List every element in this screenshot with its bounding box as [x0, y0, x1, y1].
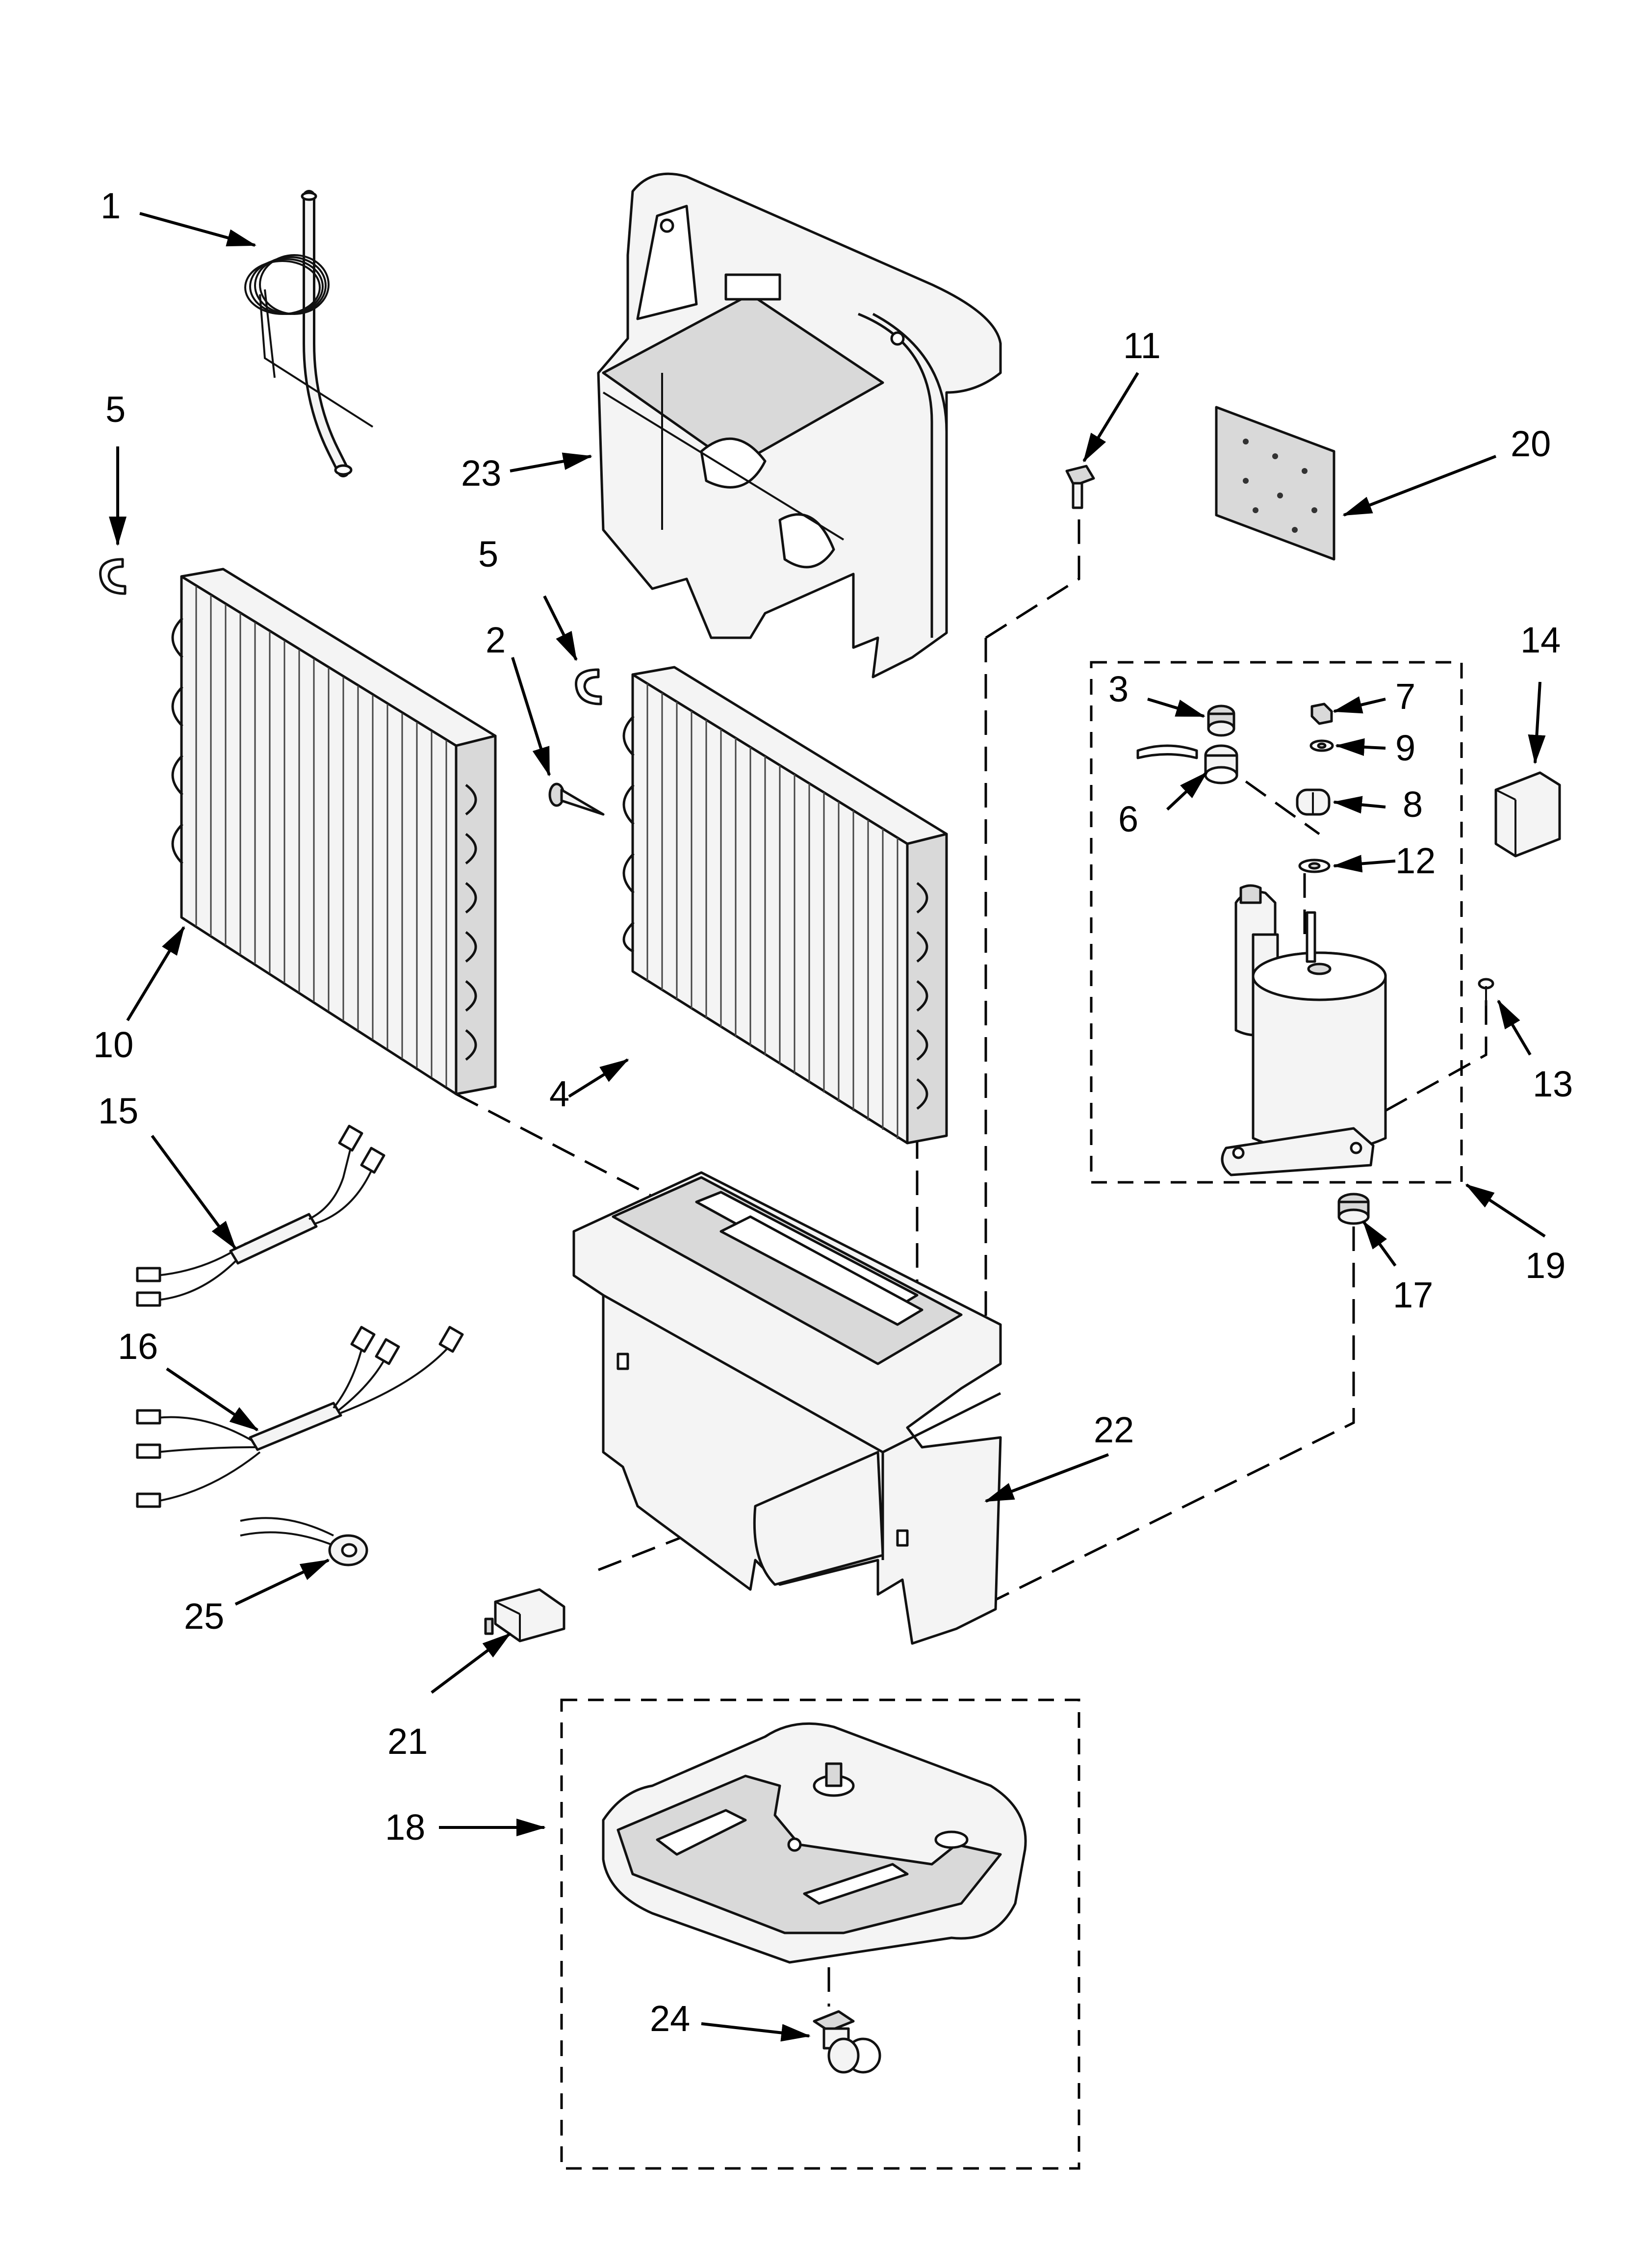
callout-11: 11: [1123, 325, 1161, 366]
callout-22: 22: [1094, 1409, 1134, 1450]
callout-25: 25: [184, 1596, 224, 1637]
callout-24: 24: [650, 1998, 690, 2039]
part-5-clip-middle: [575, 668, 602, 705]
compressor: [1221, 884, 1387, 1176]
callout-9: 9: [1395, 728, 1415, 768]
part-3-grommet: [1207, 704, 1235, 737]
compressor-group-box: [1090, 661, 1463, 1184]
callout-4: 4: [549, 1073, 569, 1114]
callout-10: 10: [93, 1024, 133, 1065]
part-13-screw: [1478, 978, 1494, 1006]
part-11-screw: [1065, 465, 1095, 509]
part-10-condenser-coil: [171, 568, 497, 1095]
callout-21: 21: [387, 1721, 428, 1762]
part-9-washer: [1309, 739, 1334, 752]
part-6-overload: [1136, 744, 1238, 784]
part-22-base-pan: [572, 1171, 1002, 1645]
part-21-switch: [484, 1588, 565, 1642]
part-12-sleeve: [1298, 859, 1331, 873]
callout-6: 6: [1118, 799, 1138, 839]
part-14-relay: [1494, 771, 1561, 858]
callout-15: 15: [98, 1091, 138, 1131]
part-25-sensor: [240, 1517, 368, 1566]
part-20-filter: [1215, 406, 1335, 561]
part-23-fan-housing: [597, 172, 1002, 678]
base-group-box: [560, 1698, 1080, 2170]
callout-13: 13: [1533, 1064, 1573, 1104]
part-15-wire-harness: [136, 1124, 385, 1307]
part-4-evaporator-coil: [622, 666, 948, 1145]
callout-12: 12: [1395, 840, 1436, 881]
callout-19: 19: [1525, 1245, 1565, 1286]
leader-arrows: [109, 212, 1546, 2042]
part-2-screw: [548, 782, 605, 816]
callout-5-middle: 5: [478, 534, 498, 574]
callout-20: 20: [1511, 423, 1551, 464]
part-8-grommet: [1296, 788, 1331, 816]
callout-5-left: 5: [105, 389, 126, 430]
callout-2: 2: [486, 620, 506, 660]
callout-labels: 1 2 3 4 5 5 6 7 8 9 10 11 12 13 14 15 16…: [93, 185, 1573, 2039]
callout-17: 17: [1393, 1275, 1433, 1315]
callout-3: 3: [1108, 669, 1129, 709]
part-17-grommet: [1337, 1193, 1370, 1225]
callout-1: 1: [101, 185, 121, 226]
callout-7: 7: [1395, 676, 1415, 717]
part-16-wire-harness: [136, 1326, 464, 1508]
callout-18: 18: [385, 1807, 425, 1848]
part-24-caster: [813, 2010, 881, 2074]
part-1-capillary-tube: [244, 190, 374, 477]
callout-8: 8: [1403, 784, 1423, 825]
callout-23: 23: [461, 453, 501, 494]
part-18-base: [602, 1722, 1027, 1964]
callout-14: 14: [1520, 620, 1561, 660]
callout-16: 16: [118, 1326, 158, 1367]
part-7-nut: [1310, 703, 1333, 725]
part-5-clip-left: [99, 558, 127, 595]
